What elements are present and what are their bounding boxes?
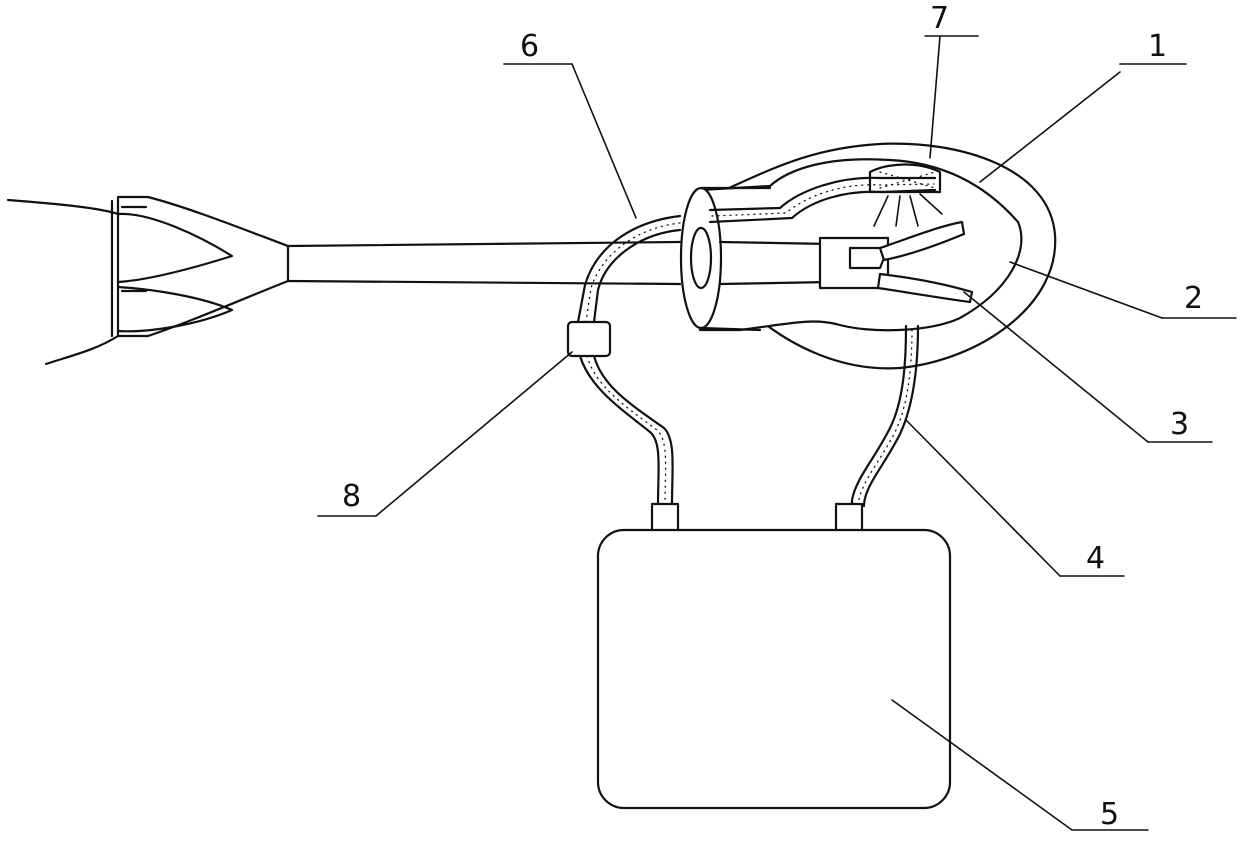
label-3: 3 [1170, 407, 1189, 442]
instrument-handle [112, 197, 288, 336]
instrument-shaft [288, 242, 680, 284]
hand [8, 200, 118, 364]
label-4: 4 [1086, 541, 1105, 576]
tube-6 [578, 216, 680, 322]
tube-4 [852, 326, 918, 506]
connector [568, 322, 610, 356]
fluid-box [598, 504, 950, 808]
label-7: 7 [930, 1, 949, 36]
label-8: 8 [342, 479, 361, 514]
label-2: 2 [1184, 281, 1203, 316]
label-6: 6 [520, 29, 539, 64]
label-5: 5 [1100, 797, 1119, 832]
tube-8 [580, 356, 673, 504]
label-1: 1 [1148, 29, 1167, 64]
